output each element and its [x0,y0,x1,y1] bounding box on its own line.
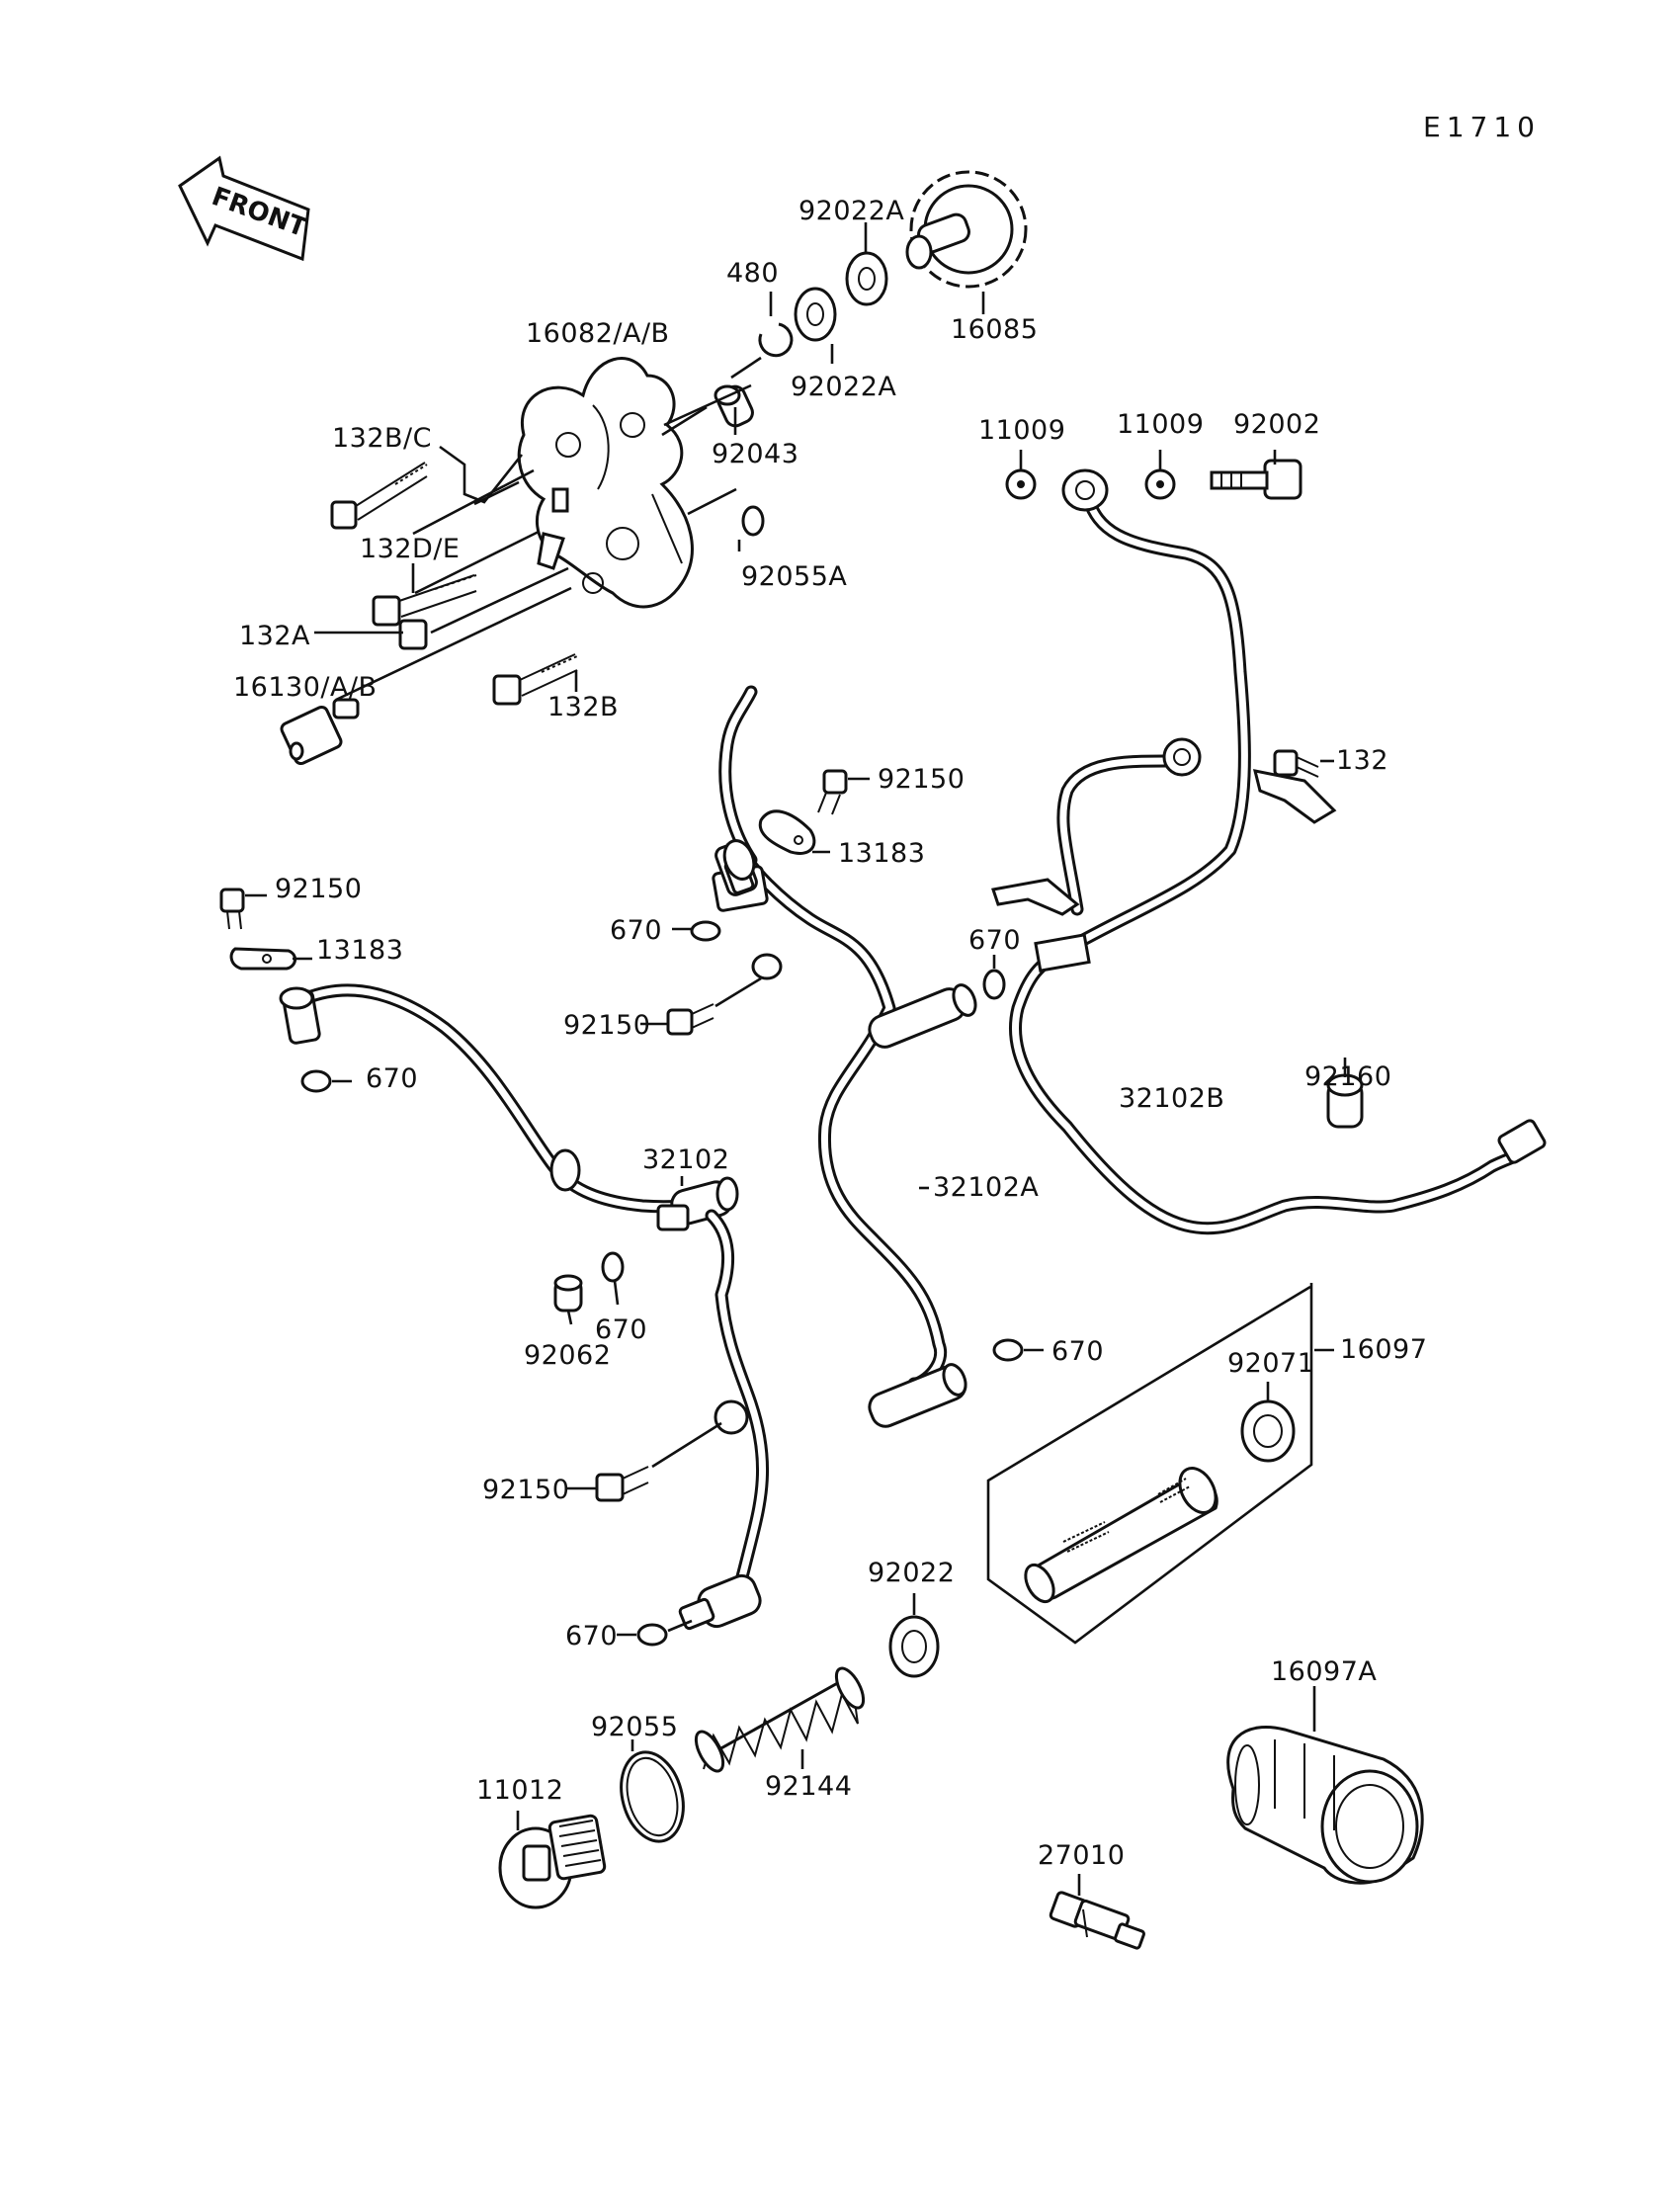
label-92150-a: 92150 [878,764,965,795]
oring-670-b [982,969,1006,1000]
label-16130: 16130/A/B [233,672,378,703]
label-670-d: 670 [1051,1336,1104,1367]
oil-pipe-32102 [279,983,769,1631]
label-670-f: 670 [565,1621,618,1652]
label-16097: 16097 [1340,1334,1427,1365]
label-132de: 132D/E [360,534,460,564]
circlip-480 [758,322,794,358]
pin-92043 [714,384,754,428]
label-92055: 92055 [591,1712,678,1742]
fitting-16130 [280,698,360,766]
washer-92022a-top [845,251,888,306]
washer-92022a-mid [794,287,837,342]
label-16082: 16082/A/B [526,318,670,349]
label-11009-b: 11009 [1117,409,1204,440]
label-132: 132 [1336,745,1388,776]
oring-92055a [741,505,765,537]
clamp-13183-a [758,809,816,855]
label-13183-a: 13183 [838,838,925,869]
label-92144: 92144 [765,1771,852,1802]
label-92071: 92071 [1227,1348,1314,1379]
label-92022a-mid: 92022A [791,372,896,402]
label-132bc: 132B/C [332,423,432,454]
oring-670-f [636,1623,668,1647]
label-92055a: 92055A [741,561,847,592]
oil-pressure-switch-27010 [1049,1891,1145,1950]
bolt-132de [372,574,477,627]
label-92150-d: 92150 [482,1475,569,1505]
label-92062: 92062 [524,1340,611,1371]
label-92150-c: 92150 [563,1010,650,1041]
oring-92055 [620,1750,685,1843]
washer-92022 [888,1615,940,1678]
bolt-92150-a [817,769,848,815]
bolt-132a [398,619,428,650]
bolt-92150-b [219,888,245,930]
bolt-132bc [330,462,428,530]
bolt-92150-d [595,1466,649,1502]
bolt-92002 [1210,459,1302,500]
label-11012: 11012 [476,1775,563,1806]
label-670-a: 670 [610,915,662,946]
label-92022a-top: 92022A [798,196,904,226]
oil-pipe-32102a [712,685,977,1428]
label-92043: 92043 [712,439,798,469]
label-27010: 27010 [1038,1840,1125,1871]
relief-valve-plug-11012 [498,1814,607,1909]
label-92002: 92002 [1233,409,1320,440]
bolt-132b [492,653,578,706]
sprocket-16085 [905,170,1028,289]
label-670-b: 670 [968,925,1021,956]
oil-pipe-32102b [991,468,1547,1235]
label-32102b: 32102B [1119,1083,1224,1114]
label-11009-a: 11009 [978,415,1065,446]
oring-670-e [601,1251,625,1283]
cap-92062 [553,1274,583,1313]
label-16097a: 16097A [1271,1656,1377,1687]
cap-92160 [1326,1073,1364,1129]
label-92022: 92022 [868,1558,955,1588]
label-92160: 92160 [1304,1061,1391,1092]
oil-pump-16082 [517,357,694,609]
label-670-c: 670 [366,1063,418,1094]
oring-670-c [300,1069,332,1093]
oil-filter-16097a [1226,1726,1424,1885]
oil-filter-assembly-16097 [986,1283,1334,1645]
label-670-e: 670 [595,1314,647,1345]
oring-670-d [992,1338,1024,1362]
label-32102: 32102 [642,1144,729,1175]
oil-seal-92071 [1240,1399,1296,1463]
label-132b: 132B [547,692,619,722]
clamp-13183-b [229,947,296,971]
label-32102a: 32102A [933,1172,1039,1203]
label-13183-b: 13183 [316,935,403,966]
oil-strainer [1024,1467,1218,1604]
oring-670-a [690,920,721,942]
bolt-92150-c [666,1003,714,1036]
label-92150-b: 92150 [275,874,362,904]
label-16085: 16085 [951,314,1038,345]
bolt-132 [1273,749,1319,778]
spring-92144 [694,1666,866,1773]
label-132a: 132A [239,621,310,651]
label-480: 480 [726,258,779,289]
diagram-code: E1710 [1423,111,1541,143]
front-arrow-icon: FRONT [178,155,310,262]
